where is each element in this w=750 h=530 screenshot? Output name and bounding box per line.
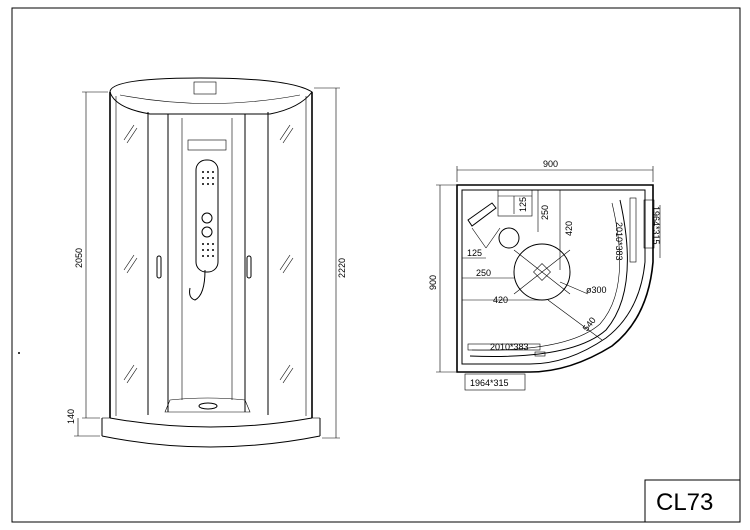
drain-square [533,263,551,281]
roof-vent [193,81,217,95]
glass-side-right: 1964*315 [651,206,661,245]
left-door-handle[interactable] [156,255,162,279]
door-handle-plan [534,351,546,357]
front-view: 2050 140 2220 [18,77,347,448]
dim-tray-height: 140 [66,409,76,424]
glass-curved-right: 2010*383 [614,222,624,261]
dim-250-left: 250 [476,268,491,278]
roof-outline [109,77,313,115]
mixer-plan [498,227,520,249]
roof-inner-line [119,94,301,104]
mixer-knob-bottom[interactable] [201,226,213,238]
dim-540: 540 [581,315,598,333]
curved-door-track-inner [471,202,620,351]
dim-depth-left: 900 [428,275,438,290]
glass-curved-bottom: 2010*383 [490,342,529,352]
dim-420-top: 420 [564,221,574,236]
dim-radius: ø300 [586,285,607,295]
massage-jets [202,171,214,257]
tray-inner-rim [164,397,251,413]
shower-column-panel [195,159,219,273]
dim-125-left: 125 [467,248,482,258]
side-panel-right [629,197,637,263]
tray-top [109,417,313,428]
shower-column-plan [467,202,497,227]
glass-side-bottom-box [464,373,526,391]
dim-420-left: 420 [493,295,508,305]
tray-bottom [101,435,321,448]
panel-label-right-box [643,199,655,249]
drain-circle [513,243,571,301]
tray-drain [198,402,218,410]
dim-width-top: 900 [543,159,558,169]
shower-hose [189,269,206,301]
shower-column-rail [187,139,227,151]
title-box [644,479,741,523]
glass-side-bottom: 1964*315 [470,378,509,388]
plan-view: 900 900 125 250 420 125 250 [428,159,661,391]
curved-door-track [469,199,628,357]
dim-cabin-height: 2050 [74,248,84,268]
plan-outer-outline [456,184,654,373]
dim-125-top: 125 [518,197,528,212]
corner-column-box [497,189,533,217]
stray-mark [18,352,20,354]
dim-250-top: 250 [540,205,550,220]
dim-total-height: 2220 [337,258,347,278]
drawing-frame [11,7,741,523]
right-door-handle[interactable] [246,255,252,279]
side-panel-bottom [467,343,541,351]
model-code: CL73 [656,489,713,516]
plan-inner-outline [461,189,646,365]
mixer-knob-top[interactable] [201,212,213,224]
glass-reflection-marks [123,124,294,384]
